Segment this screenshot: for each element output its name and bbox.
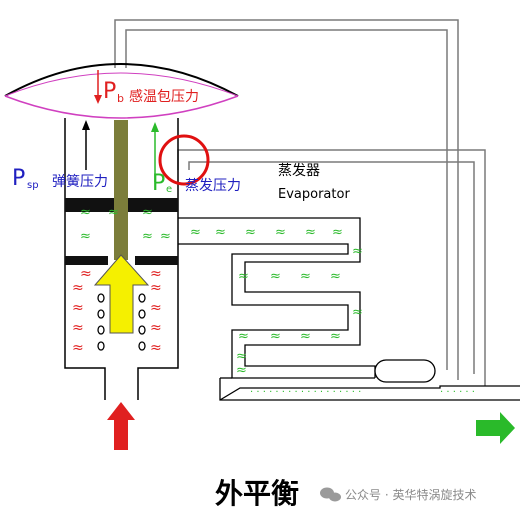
svg-text:≈: ≈ <box>150 300 162 316</box>
svg-text:≈: ≈ <box>142 229 153 244</box>
psp-arrow <box>82 120 90 170</box>
svg-text:≈: ≈ <box>72 320 84 336</box>
svg-text:≈: ≈ <box>270 269 281 284</box>
pe-sub: e <box>166 184 172 195</box>
svg-text:≈: ≈ <box>275 225 286 240</box>
svg-text:≈: ≈ <box>150 320 162 336</box>
spring-coil <box>97 293 146 351</box>
svg-text:≈: ≈ <box>160 229 171 244</box>
svg-text:≈: ≈ <box>215 225 226 240</box>
highlight-circle <box>158 134 210 186</box>
svg-text:≈: ≈ <box>190 225 201 240</box>
svg-text:· · · · · · · · · · · · · · ·: · · · · · · · · · · · · · · · · · · <box>250 387 361 398</box>
inlet-arrow <box>107 402 135 450</box>
svg-text:≈: ≈ <box>150 280 162 296</box>
equalizer-line <box>114 19 459 380</box>
pe-arrow <box>151 122 159 182</box>
svg-text:≈: ≈ <box>352 244 363 259</box>
svg-text:≈: ≈ <box>352 305 363 320</box>
svg-text:≈: ≈ <box>236 363 247 378</box>
evaporator-label-cn: 蒸发器 <box>278 163 320 179</box>
vapor-dots: · · · · · · · · · · · · · · · · · · · · … <box>250 387 475 398</box>
svg-text:≈: ≈ <box>72 340 84 356</box>
liquid-waves: ≈≈≈≈ ≈≈≈≈ ≈≈ <box>72 266 162 356</box>
needle-arrow <box>93 254 150 334</box>
seat-left <box>65 256 108 265</box>
svg-text:≈: ≈ <box>80 205 91 220</box>
svg-text:≈: ≈ <box>72 280 84 296</box>
svg-text:≈: ≈ <box>150 340 162 356</box>
svg-text:≈: ≈ <box>238 269 249 284</box>
caption: 外平衡 <box>215 477 299 510</box>
svg-text:≈: ≈ <box>332 225 343 240</box>
evaporator-outlet <box>219 385 520 401</box>
svg-text:≈: ≈ <box>238 329 249 344</box>
svg-text:≈: ≈ <box>80 229 91 244</box>
pb-sub: b <box>117 92 124 105</box>
svg-text:≈: ≈ <box>236 349 247 364</box>
pb-arrow <box>94 70 102 104</box>
svg-text:≈: ≈ <box>150 266 162 282</box>
valve-body <box>64 118 179 400</box>
psp-symbol: P <box>12 166 25 191</box>
pb-symbol: P <box>103 79 116 104</box>
psp-text: 弹簧压力 <box>52 174 108 190</box>
svg-text:≈: ≈ <box>305 225 316 240</box>
svg-text:· · · · · ·: · · · · · · <box>440 387 475 398</box>
evaporator-coil <box>178 217 520 401</box>
svg-text:≈: ≈ <box>270 329 281 344</box>
svg-text:≈: ≈ <box>142 205 153 220</box>
vapor-waves: ≈≈≈ ≈≈≈ ≈≈≈≈≈≈ ≈ ≈≈≈≈ ≈ ≈≈≈≈ ≈≈ <box>80 205 363 378</box>
watermark: 公众号 · 英华特涡旋技术 <box>320 487 476 502</box>
pe-text: 蒸发压力 <box>185 178 241 194</box>
sensing-bulb <box>4 63 239 119</box>
watermark-text: 公众号 · 英华特涡旋技术 <box>345 487 476 502</box>
svg-text:≈: ≈ <box>300 329 311 344</box>
seat-right <box>135 256 178 265</box>
svg-text:≈: ≈ <box>72 300 84 316</box>
bulb-drum <box>374 359 436 383</box>
valve-stem <box>114 120 128 260</box>
svg-text:≈: ≈ <box>245 225 256 240</box>
outlet-arrow <box>476 412 515 444</box>
wechat-icon <box>320 487 341 502</box>
pb-text: 感温包压力 <box>129 88 199 105</box>
svg-text:≈: ≈ <box>330 269 341 284</box>
psp-sub: sp <box>27 180 39 191</box>
evaporator-label-en: Evaporator <box>278 187 350 202</box>
svg-text:≈: ≈ <box>300 269 311 284</box>
svg-text:≈: ≈ <box>80 266 92 282</box>
svg-text:≈: ≈ <box>108 205 119 220</box>
pe-symbol: P <box>152 171 165 196</box>
svg-text:≈: ≈ <box>330 329 341 344</box>
